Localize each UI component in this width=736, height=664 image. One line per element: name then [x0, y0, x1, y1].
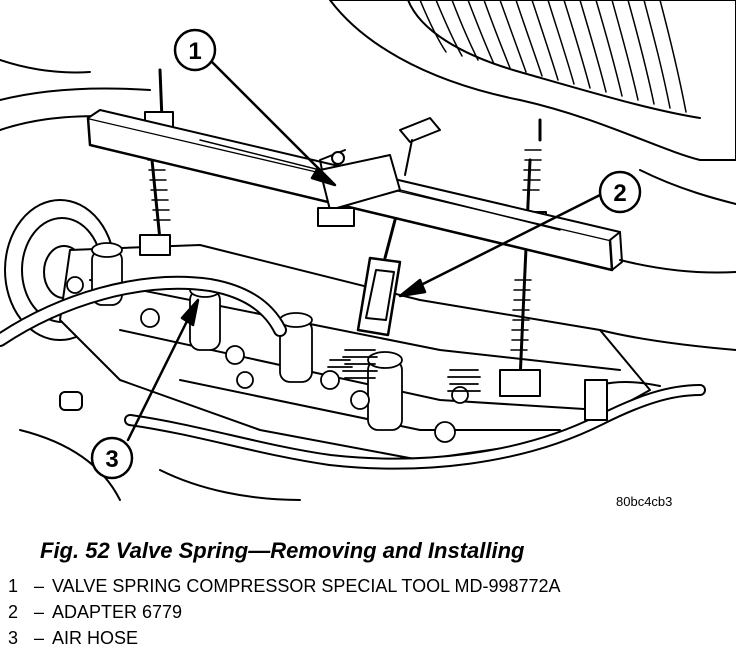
- engine-illustration: 1 2 3: [0, 0, 736, 501]
- air-hose: [0, 275, 287, 347]
- legend-item: 1–VALVE SPRING COMPRESSOR SPECIAL TOOL M…: [8, 573, 561, 599]
- leader-arrows: [126, 58, 602, 442]
- callout-2: 2: [598, 170, 642, 214]
- legend-separator: –: [33, 576, 44, 596]
- legend-separator: –: [33, 602, 44, 622]
- legend-text: VALVE SPRING COMPRESSOR SPECIAL TOOL MD-…: [52, 576, 561, 596]
- figure-code: 80bc4cb3: [616, 494, 673, 509]
- legend-text: ADAPTER 6779: [52, 602, 183, 622]
- callout-1: 1: [173, 28, 217, 72]
- valve-spring-compressor-tool: [86, 109, 623, 272]
- legend-text: AIR HOSE: [52, 628, 139, 648]
- callout-1-number: 1: [188, 38, 201, 65]
- adapter-tool: [356, 218, 402, 337]
- callout-2-number: 2: [613, 180, 626, 207]
- wiring-harness: [19, 379, 706, 501]
- legend: 1–VALVE SPRING COMPRESSOR SPECIAL TOOL M…: [8, 573, 561, 651]
- valve-train: [66, 242, 481, 443]
- air-cleaner-housing: [329, 0, 736, 161]
- engine-outline: [0, 59, 736, 351]
- legend-number: 2: [8, 602, 19, 622]
- legend-item: 3–AIR HOSE: [8, 625, 561, 651]
- legend-number: 3: [8, 628, 19, 648]
- callout-3-number: 3: [105, 446, 118, 473]
- legend-separator: –: [33, 628, 44, 648]
- callout-3: 3: [90, 436, 134, 480]
- legend-number: 1: [8, 576, 19, 596]
- legend-item: 2–ADAPTER 6779: [8, 599, 561, 625]
- figure-caption: Fig. 52 Valve Spring—Removing and Instal…: [40, 538, 525, 563]
